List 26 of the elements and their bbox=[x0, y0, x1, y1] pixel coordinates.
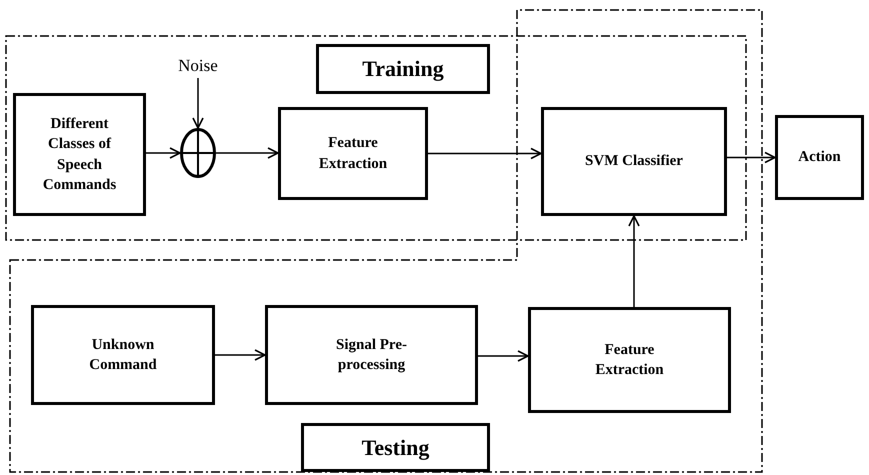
box-label: Action bbox=[798, 148, 841, 168]
arrow bbox=[428, 148, 542, 160]
process-box bbox=[13, 93, 146, 216]
arrow bbox=[216, 147, 279, 159]
process-box bbox=[31, 305, 215, 405]
section-title-box bbox=[316, 44, 490, 94]
process-box bbox=[265, 305, 478, 405]
box-label: Feature Extraction bbox=[594, 340, 665, 380]
section-title-box bbox=[301, 423, 490, 472]
box-label: Signal Pre-processing bbox=[335, 336, 408, 375]
process-box bbox=[278, 107, 428, 200]
arrow bbox=[146, 147, 181, 159]
noise-label: Noise bbox=[178, 56, 218, 74]
box-label: Feature Extraction bbox=[318, 134, 388, 174]
box-label: Unknown Command bbox=[88, 336, 158, 375]
process-box bbox=[775, 115, 864, 200]
process-box bbox=[528, 307, 731, 413]
section-title: Testing bbox=[362, 434, 430, 462]
arrow bbox=[727, 152, 776, 164]
box-label: SVM Classifier bbox=[585, 152, 683, 172]
box-label: Different Classes of Speech Commands bbox=[42, 115, 118, 195]
arrow bbox=[215, 349, 266, 361]
arrow bbox=[478, 350, 529, 362]
arrow bbox=[192, 78, 204, 129]
arrow bbox=[628, 215, 640, 307]
section-title: Training bbox=[362, 55, 444, 83]
